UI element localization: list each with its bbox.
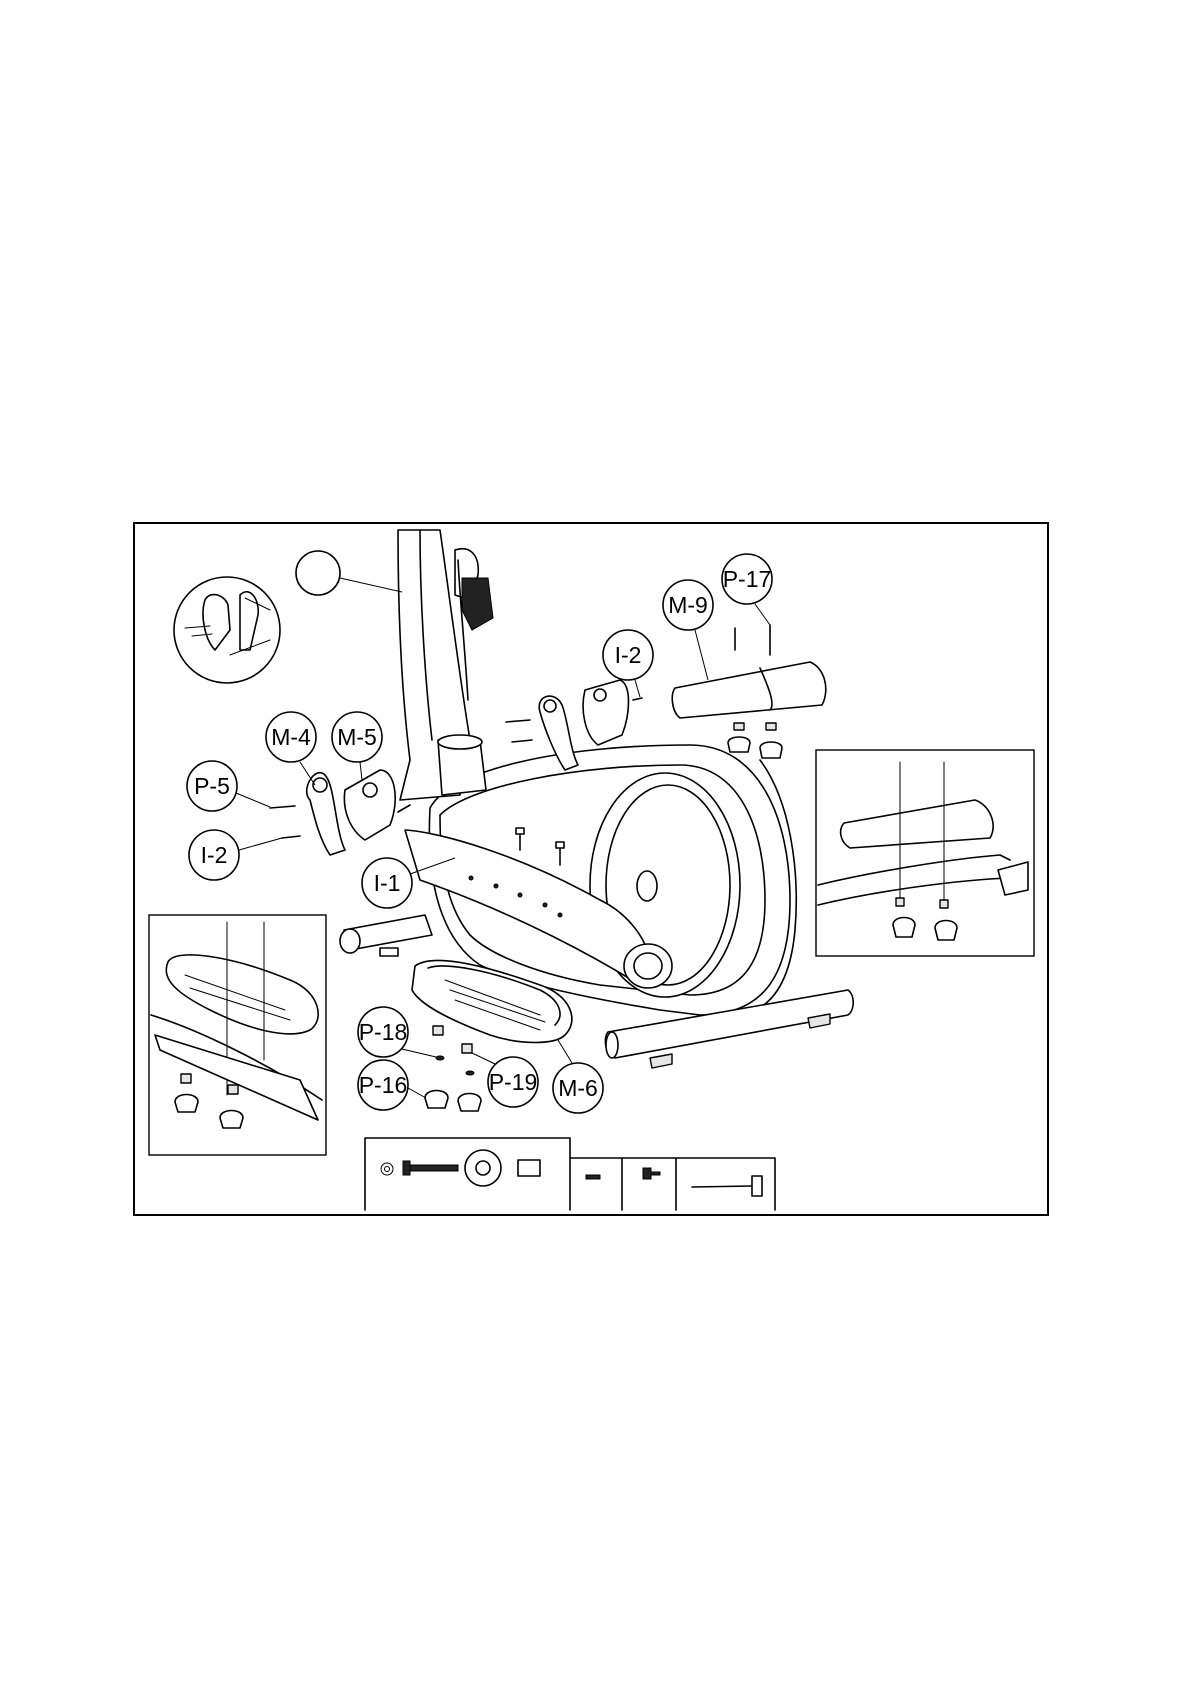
handle-bracket-m4 — [307, 773, 345, 855]
upright-column — [398, 530, 493, 800]
callout-p18-label: P-18 — [359, 1019, 408, 1045]
hardware-spacer — [518, 1160, 540, 1176]
hardware-table — [365, 1138, 775, 1210]
detail-indicator-leader — [340, 578, 402, 592]
inset-rear-cover — [816, 750, 1034, 956]
bolt-p5 — [270, 806, 295, 808]
callout-m9: M-9 — [663, 580, 713, 680]
callout-p17-label: P-17 — [723, 566, 772, 592]
callout-m6: M-6 — [553, 1040, 603, 1113]
callout-m4: M-4 — [266, 712, 316, 785]
hardware-screw — [643, 1168, 660, 1179]
callout-i2-right-label: I-2 — [615, 642, 642, 668]
rear-cover-m9 — [672, 625, 826, 758]
callout-m4-label: M-4 — [271, 724, 311, 750]
callout-p19: P-19 — [472, 1053, 538, 1107]
callout-p16: P-16 — [358, 1060, 426, 1110]
callout-m9-label: M-9 — [668, 592, 708, 618]
pedal-fasteners — [425, 1026, 481, 1111]
callout-m5-label: M-5 — [337, 724, 377, 750]
callout-i2-left-label: I-2 — [201, 842, 228, 868]
callout-i1-label: I-1 — [374, 870, 401, 896]
callout-p5: P-5 — [187, 761, 270, 811]
callout-p17: P-17 — [722, 554, 772, 625]
detail-indicator-circle — [296, 551, 340, 595]
callout-p19-label: P-19 — [489, 1069, 538, 1095]
detail-circle-bracket — [174, 577, 280, 683]
callout-p5-label: P-5 — [194, 773, 230, 799]
hardware-allen-key — [692, 1186, 752, 1187]
callout-m5: M-5 — [332, 712, 382, 780]
hardware-knob — [465, 1150, 501, 1186]
callout-p18: P-18 — [358, 1007, 436, 1057]
handle-bracket-m5 — [344, 770, 410, 840]
hardware-washer-strip — [586, 1175, 600, 1179]
hardware-bolt — [408, 1165, 458, 1171]
callout-p16-label: P-16 — [359, 1072, 408, 1098]
screw-i2-left — [282, 836, 300, 838]
inset-pedal — [149, 915, 326, 1155]
front-stabilizer — [340, 915, 432, 956]
handle-bracket-right-outer — [583, 680, 642, 745]
callout-i2-left: I-2 — [189, 830, 282, 880]
callout-m6-label: M-6 — [558, 1075, 598, 1101]
